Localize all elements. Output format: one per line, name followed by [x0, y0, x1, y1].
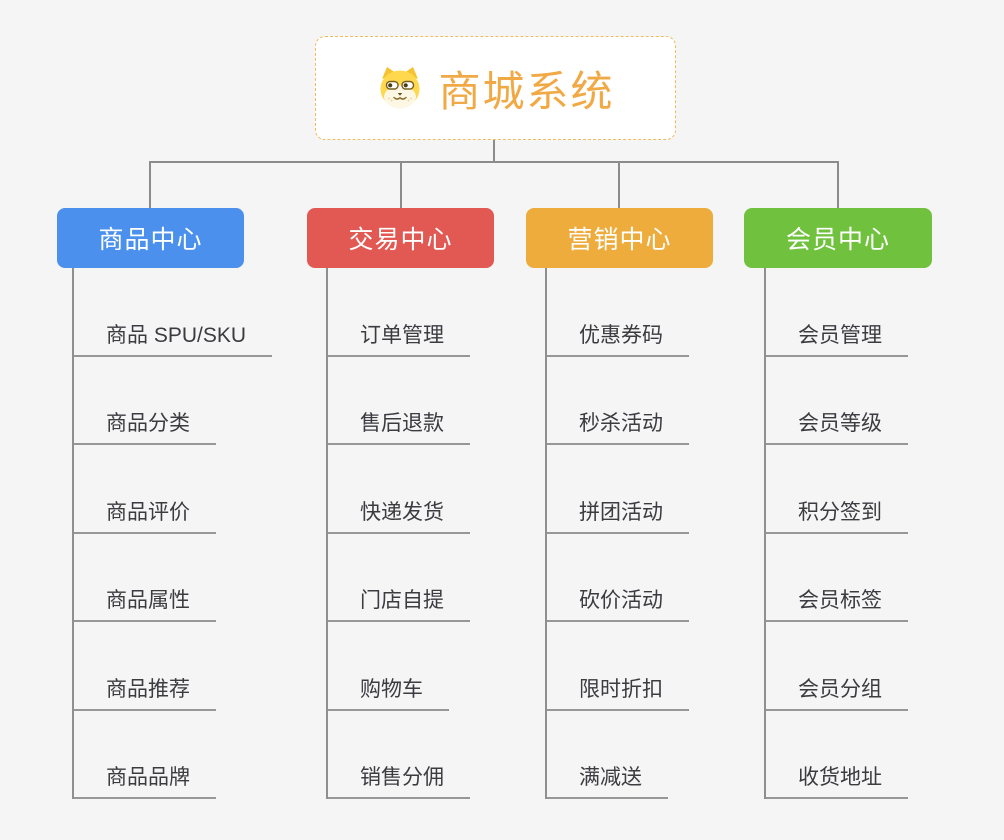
leaf-node[interactable]: 积分签到 [766, 445, 908, 534]
leaf-node[interactable]: 限时折扣 [547, 622, 689, 711]
branch-children-member-center: 会员管理 会员等级 积分签到 会员标签 会员分组 收货地址 [764, 268, 908, 799]
connector-branch-stub [618, 161, 620, 208]
branch-node-marketing-center[interactable]: 营销中心 [526, 208, 713, 268]
branch-node-member-center[interactable]: 会员中心 [744, 208, 932, 268]
connector-root-stub [493, 139, 495, 162]
leaf-node[interactable]: 会员分组 [766, 622, 908, 711]
leaf-node[interactable]: 砍价活动 [547, 534, 689, 622]
root-title: 商城系统 [438, 67, 615, 115]
leaf-node[interactable]: 商品评价 [74, 445, 216, 534]
branch-children-product-center: 商品 SPU/SKU 商品分类 商品评价 商品属性 商品推荐 商品品牌 [72, 268, 273, 799]
connector-horizontal [149, 161, 839, 163]
leaf-node[interactable]: 销售分佣 [328, 711, 470, 799]
leaf-node[interactable]: 商品分类 [74, 357, 216, 445]
leaf-node[interactable]: 会员等级 [766, 357, 908, 445]
leaf-node[interactable]: 拼团活动 [547, 445, 689, 534]
branch-node-product-center[interactable]: 商品中心 [57, 208, 244, 268]
leaf-node[interactable]: 会员管理 [766, 268, 908, 357]
leaf-node[interactable]: 优惠券码 [547, 268, 689, 357]
leaf-node[interactable]: 购物车 [328, 622, 449, 711]
leaf-node[interactable]: 商品 SPU/SKU [74, 268, 273, 357]
branch-children-marketing-center: 优惠券码 秒杀活动 拼团活动 砍价活动 限时折扣 满减送 [545, 268, 689, 799]
leaf-node[interactable]: 满减送 [547, 711, 668, 799]
leaf-node[interactable]: 门店自提 [328, 534, 470, 622]
leaf-node[interactable]: 会员标签 [766, 534, 908, 622]
branch-children-trade-center: 订单管理 售后退款 快递发货 门店自提 购物车 销售分佣 [326, 268, 470, 799]
leaf-node[interactable]: 售后退款 [328, 357, 470, 445]
connector-branch-stub [837, 161, 839, 208]
connector-branch-stub [149, 161, 151, 208]
leaf-node[interactable]: 商品属性 [74, 534, 216, 622]
branch-node-trade-center[interactable]: 交易中心 [307, 208, 494, 268]
leaf-node[interactable]: 商品品牌 [74, 711, 216, 799]
leaf-node[interactable]: 订单管理 [328, 268, 470, 357]
leaf-node[interactable]: 快递发货 [328, 445, 470, 534]
leaf-node[interactable]: 收货地址 [766, 711, 908, 799]
connector-branch-stub [400, 161, 402, 208]
shiba-dog-icon [376, 66, 424, 110]
leaf-node[interactable]: 秒杀活动 [547, 357, 689, 445]
leaf-node[interactable]: 商品推荐 [74, 622, 216, 711]
root-node[interactable]: 商城系统 [315, 36, 676, 140]
